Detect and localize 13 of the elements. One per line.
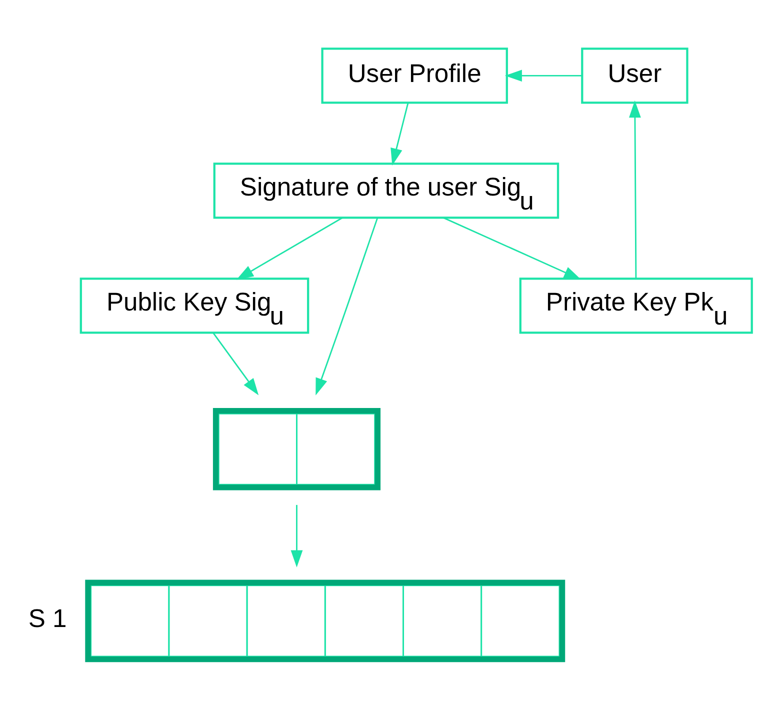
arrow (443, 216, 581, 280)
arrow (316, 217, 378, 395)
arrow (290, 504, 303, 567)
arrow (390, 102, 409, 165)
node-box: User (581, 47, 688, 104)
node-box (212, 407, 381, 490)
node-box: User Profile (321, 47, 508, 104)
node-box (85, 579, 566, 662)
node-label: S 1 (28, 604, 67, 633)
arrow (628, 100, 641, 278)
arrow (504, 69, 582, 82)
arrow (212, 332, 259, 395)
arrow (236, 216, 343, 280)
